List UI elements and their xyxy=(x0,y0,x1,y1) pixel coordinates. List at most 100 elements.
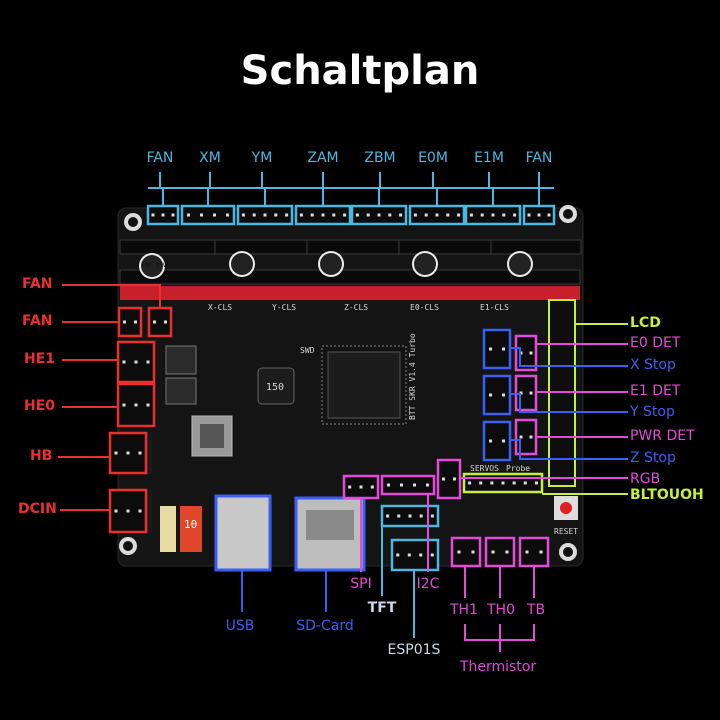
th0-connector xyxy=(484,536,516,568)
esp01s-connector-pin xyxy=(407,553,411,557)
pwr-det-connector-pin xyxy=(519,435,523,439)
fan1-connector xyxy=(147,306,173,338)
top-connector-3-pin xyxy=(343,213,347,217)
fan2-connector-pin xyxy=(134,320,137,324)
top-connector-5-pin xyxy=(424,213,428,217)
label-left-he1: HE1 xyxy=(24,351,56,367)
label-tb: TB xyxy=(526,602,546,618)
esp01s-connector-pin xyxy=(430,553,434,557)
top-connector-5-pin xyxy=(435,213,439,217)
y-stop-connector-pin xyxy=(489,393,492,397)
bltouch-connector-pin xyxy=(468,481,472,485)
label-top-e1m: E1M xyxy=(474,150,504,166)
capacitors xyxy=(139,251,533,279)
esp01s-connector-pin xyxy=(419,553,423,557)
label-left-fan-1: FAN xyxy=(22,276,53,292)
label-spi: SPI xyxy=(350,576,372,592)
x-stop-connector-pin xyxy=(489,347,492,351)
mcu-chip xyxy=(327,351,401,419)
top-connector-3-pin xyxy=(332,213,336,217)
dcin-box-pin xyxy=(126,509,130,513)
red-jumper-strip xyxy=(120,286,580,300)
i2c-connector-pin xyxy=(413,483,416,487)
label-usb: USB xyxy=(225,618,255,634)
silk-inductor: 150 xyxy=(266,382,285,393)
hb-box-pin xyxy=(114,451,118,455)
top-connector-1-pin xyxy=(213,213,216,217)
top-connector-1-pin xyxy=(187,213,190,217)
top-connector-6-pin xyxy=(469,213,473,217)
top-connector-0-pin xyxy=(151,213,155,217)
top-connector-2-pin xyxy=(241,213,245,217)
e0-det-connector-pin xyxy=(529,351,533,355)
label-esp01s: ESP01S xyxy=(387,642,441,658)
i2c-connector xyxy=(380,474,436,496)
he0-box-pin xyxy=(146,403,150,407)
top-connector-4-pin xyxy=(377,213,381,217)
label-top-fan-1: FAN xyxy=(146,150,174,166)
he0-box-pin xyxy=(122,403,126,407)
pwr-det-connector-pin xyxy=(529,435,533,439)
label-top-ym: YM xyxy=(251,150,273,166)
label-right-z-stop: Z Stop xyxy=(630,450,676,466)
top-connector-6-pin xyxy=(513,213,517,217)
label-right-pwr-det: PWR DET xyxy=(630,428,695,444)
label-top-zbm: ZBM xyxy=(364,150,396,166)
fuse xyxy=(160,506,176,552)
tft-connector-pin xyxy=(419,514,423,518)
hb-box-pin xyxy=(138,451,142,455)
tft-connector-pin xyxy=(408,514,412,518)
label-right-bltouch: BLTOUOH xyxy=(630,487,704,503)
fan1-connector-pin xyxy=(153,320,156,324)
label-left-hb: HB xyxy=(30,448,53,464)
label-right-rgb: RGB xyxy=(630,471,661,487)
silk-reset: RESET xyxy=(554,527,579,536)
top-connector-3-pin xyxy=(310,213,314,217)
top-connector-2-pin xyxy=(263,213,267,217)
top-connector-4-pin xyxy=(388,213,392,217)
tft-connector-pin xyxy=(430,514,434,518)
silk-model: BTT SKR V1.4 Turbo xyxy=(408,333,417,420)
spi-connector-pin xyxy=(359,485,363,489)
silk-cap: 100 35V xyxy=(141,262,167,269)
rgb-connector-pin xyxy=(453,477,456,481)
tb-connector xyxy=(518,536,550,568)
y-stop-connector xyxy=(482,374,512,416)
top-connector-7-pin xyxy=(527,213,531,217)
silk-x-cls: X-CLS xyxy=(208,303,233,312)
silk-e1-cls: E1-CLS xyxy=(480,303,509,312)
top-connector-1-pin xyxy=(200,213,203,217)
silk-probe: Probe xyxy=(506,464,531,473)
rgb-connector xyxy=(436,458,462,500)
top-connector-3-pin xyxy=(299,213,303,217)
page-title: Schaltplan xyxy=(240,48,480,94)
inductor xyxy=(257,367,295,405)
label-top-e0m: E0M xyxy=(418,150,448,166)
top-connector-2-pin xyxy=(285,213,289,217)
top-connector-6-pin xyxy=(502,213,506,217)
x-stop-connector xyxy=(482,328,512,370)
he1-box-pin xyxy=(122,360,126,364)
fan2-connector-pin xyxy=(123,320,126,324)
z-stop-connector-pin xyxy=(502,439,505,443)
mosfet-he1 xyxy=(165,345,197,375)
spi-connector-pin xyxy=(370,485,374,489)
bltouch-connector-pin xyxy=(501,481,505,485)
top-connector-6-pin xyxy=(491,213,495,217)
he1-box-pin xyxy=(134,360,138,364)
top-bracket-line xyxy=(148,172,554,189)
i2c-connector-pin xyxy=(426,483,429,487)
label-top-fan-2: FAN xyxy=(525,150,553,166)
z-stop-connector-pin xyxy=(489,439,492,443)
top-connector-2-pin xyxy=(274,213,278,217)
label-right-y-stop: Y Stop xyxy=(630,404,675,420)
top-connector-6-pin xyxy=(480,213,484,217)
top-connector-5-pin xyxy=(413,213,417,217)
i2c-connector-pin xyxy=(387,483,390,487)
dcin-box-pin xyxy=(114,509,118,513)
th0-connector-pin xyxy=(505,550,509,554)
right-leader-x xyxy=(510,347,628,367)
bltouch-connector-pin xyxy=(534,481,538,485)
label-th0: TH0 xyxy=(487,602,515,618)
